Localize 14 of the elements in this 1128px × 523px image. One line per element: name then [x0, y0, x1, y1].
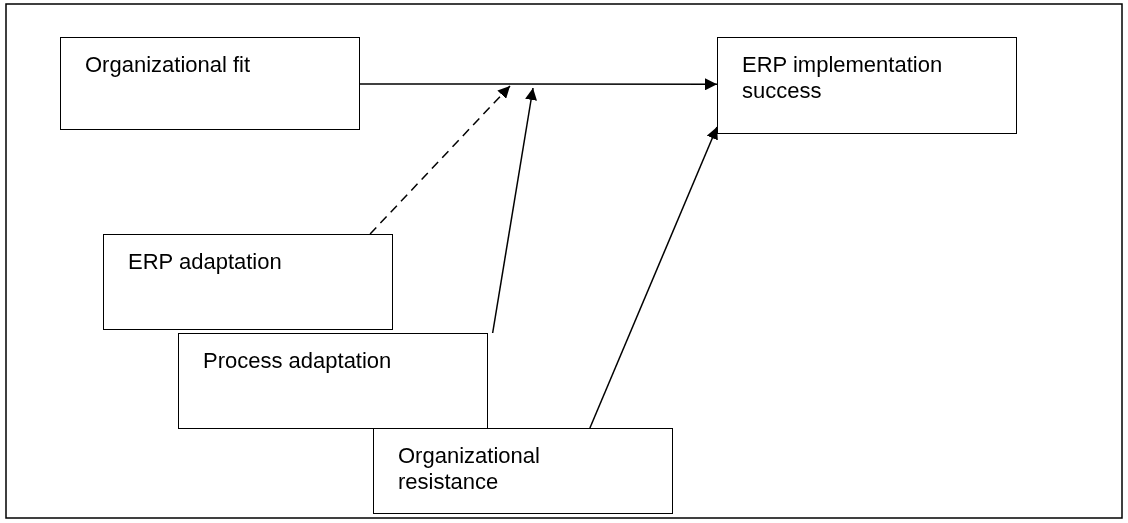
box-label: ERP adaptation	[128, 249, 283, 275]
arrow	[369, 85, 511, 235]
box-label: ERP implementation success	[742, 52, 944, 104]
arrow	[491, 87, 537, 334]
box-label: Process adaptation	[203, 348, 393, 374]
arrow	[589, 126, 718, 429]
concept-box	[103, 234, 393, 330]
arrow	[359, 78, 718, 91]
concept-box	[373, 428, 673, 514]
box-label: Organizational fit	[85, 52, 252, 78]
box-label: Organizational resistance	[398, 443, 541, 495]
concept-box	[178, 333, 488, 429]
concept-box	[60, 37, 360, 130]
concept-box	[717, 37, 1017, 134]
